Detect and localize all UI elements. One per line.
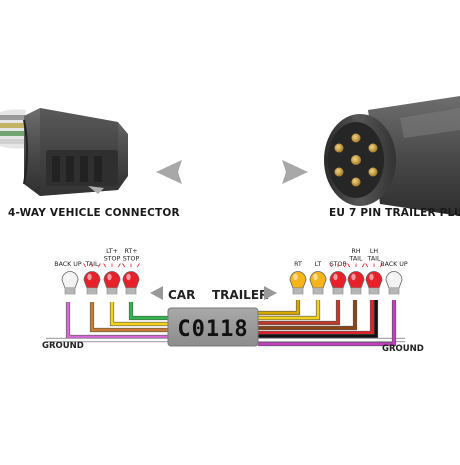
glow-ray (136, 263, 140, 268)
glow-ray (343, 263, 347, 268)
left-caption: 4-WAY VEHICLE CONNECTOR (8, 207, 180, 219)
car-label: CAR (168, 288, 195, 302)
trailer-wire (258, 300, 320, 320)
trailer-wire (258, 300, 357, 330)
bulb-icon (103, 271, 121, 295)
glow-ray (379, 263, 383, 268)
bulb-label: LT+STOP (104, 248, 121, 263)
bulb-icon (347, 271, 365, 295)
trailer-bulbs (289, 271, 403, 295)
glow-ray (83, 263, 87, 268)
bulb-label: BACK UP (54, 261, 82, 268)
glow-ray (329, 263, 333, 268)
glow-ray (365, 263, 369, 268)
bulb-label: RT (294, 261, 302, 268)
module-label: C0118 (177, 317, 248, 342)
glow-ray (347, 263, 351, 268)
bulb-label: BACK UP (380, 261, 408, 268)
arrow-right-icon (282, 160, 308, 184)
glow-ray (361, 263, 365, 268)
bulb-icon (289, 271, 307, 295)
glow-ray (97, 263, 101, 268)
trailer-wire (258, 300, 378, 338)
trailer-wire (258, 300, 374, 335)
car-wires (46, 302, 168, 343)
arrow-left-icon (156, 160, 182, 184)
bulb-icon (83, 271, 101, 295)
trailer-arrow-icon (264, 286, 277, 300)
glow-ray (117, 263, 121, 268)
car-wire (110, 302, 168, 326)
car-wire (129, 302, 168, 320)
trailer-wires (258, 300, 405, 347)
trailer-wire (258, 300, 396, 346)
bulb-icon (385, 271, 403, 295)
trailer-wire (258, 300, 340, 325)
car-wire (90, 302, 168, 332)
bulb-icon (329, 271, 347, 295)
glow-ray (122, 263, 126, 268)
vehicle-connector-icon (0, 108, 128, 196)
trailer-plug-icon (324, 96, 460, 216)
bulb-icon (122, 271, 140, 295)
glow-ray (103, 263, 107, 268)
car-ground-label: GROUND (42, 341, 84, 351)
car-arrow-icon (150, 286, 163, 300)
car-wire (66, 302, 168, 339)
module-box: C0118 (167, 307, 259, 347)
bulb-icon (61, 271, 79, 295)
bulb-label: RT+STOP (123, 248, 140, 263)
bulb-icon (365, 271, 383, 295)
car-bulbs (61, 271, 140, 295)
bulb-label: LT (315, 261, 322, 268)
trailer-label: TRAILER (212, 288, 268, 302)
bulb-icon (309, 271, 327, 295)
trailer-ground-label: GROUND (382, 344, 424, 354)
trailer-wire (258, 300, 300, 315)
right-caption: EU 7 PIN TRAILER PLUG (329, 207, 460, 219)
